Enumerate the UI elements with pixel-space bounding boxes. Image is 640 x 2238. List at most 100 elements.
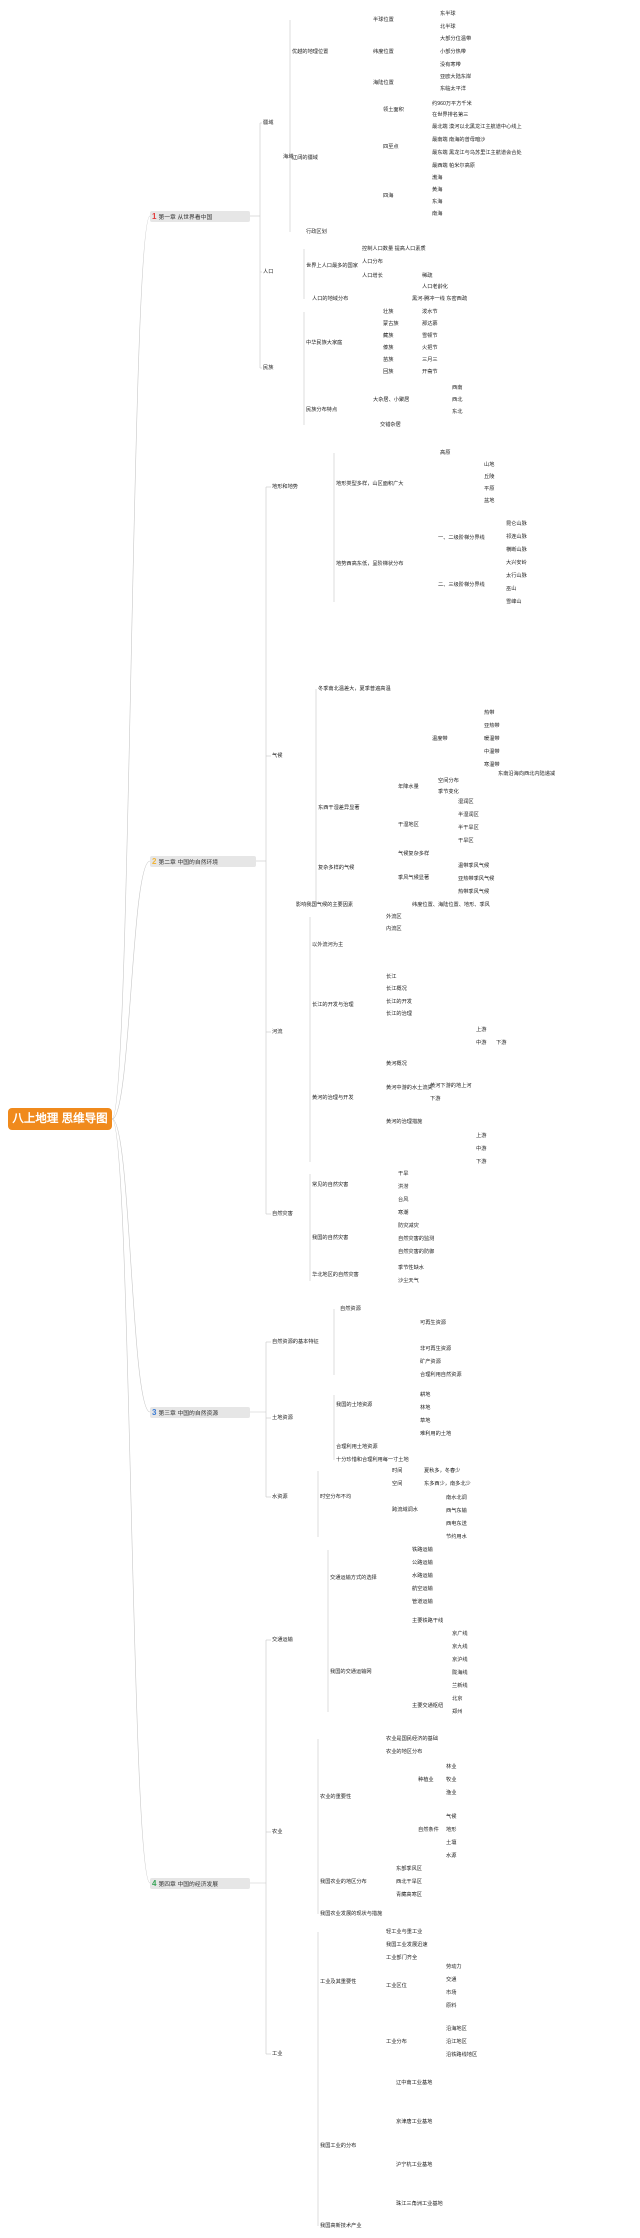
topic-node: 纬度位置、海陆位置、地形、季风 bbox=[412, 902, 490, 908]
topic-node: 我国的土地资源 bbox=[336, 1402, 373, 1408]
topic-node: 冬季南北温差大，夏季普遍高温 bbox=[318, 686, 391, 692]
topic-node: 以外流河为主 bbox=[312, 942, 344, 948]
topic-node: 黄海 bbox=[432, 187, 443, 193]
topic-node: 十分珍惜和合理利用每一寸土地 bbox=[336, 1457, 409, 1463]
topic-node: 陇海线 bbox=[452, 1670, 468, 1676]
topic-node: 半干旱区 bbox=[458, 825, 479, 831]
topic-node: 民族 bbox=[263, 365, 274, 371]
topic-node: 台风 bbox=[398, 1197, 409, 1203]
topic-node: 地形和地势 bbox=[272, 484, 298, 490]
topic-node: 上游 bbox=[476, 1027, 487, 1033]
topic-node: 农业的地区分布 bbox=[386, 1749, 423, 1755]
topic-node: 夏秋多，冬春少 bbox=[424, 1468, 461, 1474]
topic-node: 亚热带季风气候 bbox=[458, 876, 495, 882]
topic-node: 地形类型多样，山区面积广大 bbox=[336, 481, 404, 487]
topic-node: 地形 bbox=[446, 1827, 457, 1833]
topic-node: 温带季风气候 bbox=[458, 863, 490, 869]
topic-node: 疆域 bbox=[263, 120, 274, 126]
topic-node: 林地 bbox=[420, 1405, 431, 1411]
topic-node: 高原 bbox=[440, 450, 451, 456]
topic-node: 一、二级阶梯分界线 bbox=[438, 535, 485, 541]
topic-node: 上游 bbox=[476, 1133, 487, 1139]
topic-node: 劳动力 bbox=[446, 1964, 462, 1970]
topic-node: 我国农业的地区分布 bbox=[320, 1879, 367, 1885]
topic-node: 主要铁路干线 bbox=[412, 1618, 444, 1624]
topic-node: 长江的治理 bbox=[386, 1011, 412, 1017]
topic-node: 人口的地域分布 bbox=[312, 296, 349, 302]
topic-node: 渔业 bbox=[446, 1790, 457, 1796]
topic-node: 黄河中游的水土流失 bbox=[386, 1085, 433, 1091]
topic-node: 交通运输方式的选择 bbox=[330, 1575, 377, 1581]
topic-node: 我国工业的分布 bbox=[320, 2143, 357, 2149]
topic-node: 最北端 漠河以北黑龙江主航道中心线上 bbox=[432, 124, 522, 130]
topic-node: 长江概况 bbox=[386, 986, 407, 992]
topic-node: 我国农业发展的现状与措施 bbox=[320, 1911, 383, 1917]
topic-node: 二、三级阶梯分界线 bbox=[438, 582, 485, 588]
topic-node: 泼水节 bbox=[422, 309, 438, 315]
topic-node: 横断山脉 bbox=[506, 547, 527, 553]
chapter-number: 4 bbox=[152, 1879, 157, 1888]
topic-node: 大杂居、小聚居 bbox=[373, 397, 410, 403]
topic-node: 草地 bbox=[420, 1418, 431, 1424]
chapter-label: 第三章 中国的自然资源 bbox=[158, 1411, 219, 1417]
topic-node: 河流 bbox=[272, 1029, 283, 1035]
topic-node: 季节变化 bbox=[438, 789, 459, 795]
topic-node: 干旱 bbox=[398, 1171, 409, 1177]
topic-node: 合理利用自然资源 bbox=[420, 1372, 462, 1378]
topic-node: 公路运输 bbox=[412, 1560, 433, 1566]
topic-node: 东半球 bbox=[440, 11, 456, 17]
topic-node: 我国的自然灾害 bbox=[312, 1235, 349, 1241]
topic-node: 自然灾害的防御 bbox=[398, 1249, 435, 1255]
topic-node: 黄河的治理措施 bbox=[386, 1119, 423, 1125]
topic-node: 盆地 bbox=[484, 498, 495, 504]
topic-node: 工业及其重要性 bbox=[320, 1979, 357, 1985]
topic-node: 西北 bbox=[452, 397, 463, 403]
topic-node: 自然资源 bbox=[340, 1306, 361, 1312]
topic-node: 地势西高东低，呈阶梯状分布 bbox=[336, 561, 404, 567]
topic-node: 下游 bbox=[496, 1040, 507, 1046]
topic-node: 气候 bbox=[446, 1814, 457, 1820]
topic-node: 非可再生资源 bbox=[420, 1346, 452, 1352]
topic-node: 黑河-腾冲一线 东密西疏 bbox=[412, 296, 468, 302]
topic-node: 东临太平洋 bbox=[440, 86, 466, 92]
topic-node: 约960万平方千米 bbox=[432, 101, 472, 107]
topic-node: 暖温带 bbox=[484, 736, 500, 742]
topic-node: 沿海地区 bbox=[446, 2026, 467, 2032]
topic-node: 原料 bbox=[446, 2003, 457, 2009]
topic-node: 寒潮 bbox=[398, 1210, 409, 1216]
topic-node: 在世界排名第三 bbox=[432, 112, 469, 118]
topic-node: 工业区位 bbox=[386, 1983, 407, 1989]
topic-node: 黄河的治理与开发 bbox=[312, 1095, 354, 1101]
topic-node: 农业是国民经济的基础 bbox=[386, 1736, 438, 1742]
topic-node: 纬度位置 bbox=[373, 49, 394, 55]
topic-node: 雪顿节 bbox=[422, 333, 438, 339]
topic-node: 四至点 bbox=[383, 144, 399, 150]
chapter-number: 2 bbox=[152, 857, 157, 866]
topic-node: 渤海 bbox=[432, 175, 443, 181]
topic-node: 京沪线 bbox=[452, 1657, 468, 1663]
topic-node: 农业 bbox=[272, 1829, 283, 1835]
topic-node: 轻工业与重工业 bbox=[386, 1929, 423, 1935]
topic-node: 长江的开发 bbox=[386, 999, 412, 1005]
topic-node: 京九线 bbox=[452, 1644, 468, 1650]
topic-node: 丘陵 bbox=[484, 474, 495, 480]
topic-node: 中温带 bbox=[484, 749, 500, 755]
topic-node: 年降水量 bbox=[398, 784, 419, 790]
topic-node: 北京 bbox=[452, 1696, 463, 1702]
topic-node: 辽阔的疆域 bbox=[292, 155, 318, 161]
topic-node: 藏族 bbox=[383, 333, 394, 339]
topic-node: 常见的自然灾害 bbox=[312, 1182, 349, 1188]
topic-node: 没有寒带 bbox=[440, 62, 461, 68]
topic-node: 中游 bbox=[476, 1146, 487, 1152]
topic-node: 水路运输 bbox=[412, 1573, 433, 1579]
topic-node: 海域 bbox=[283, 154, 294, 160]
topic-node: 气候复杂多样 bbox=[398, 851, 430, 857]
topic-node: 人口分布 bbox=[362, 259, 383, 265]
topic-node: 大兴安岭 bbox=[506, 560, 527, 566]
topic-node: 那达慕 bbox=[422, 321, 438, 327]
topic-node: 亚欧大陆东岸 bbox=[440, 74, 472, 80]
topic-node: 交错杂居 bbox=[380, 422, 401, 428]
